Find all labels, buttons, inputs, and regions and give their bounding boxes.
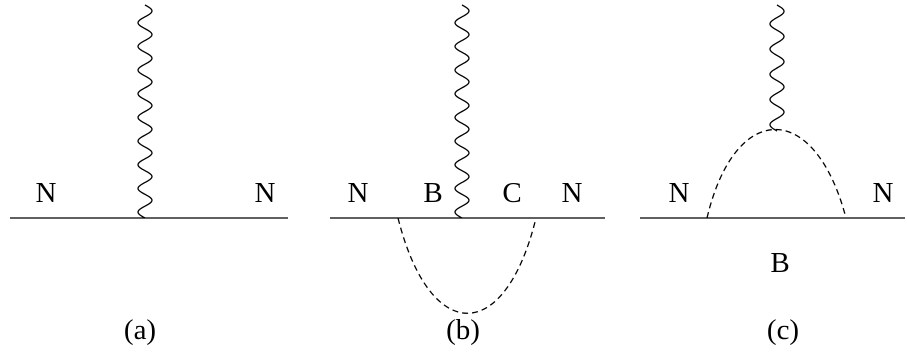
caption-a: (a) xyxy=(124,314,156,346)
meson-loop-c xyxy=(706,128,847,219)
photon-line-b xyxy=(454,4,470,219)
label-c-below: B xyxy=(770,247,789,279)
label-c-left: N xyxy=(669,177,690,209)
label-c-right: N xyxy=(873,177,894,209)
diagram-a: N N (a) xyxy=(10,4,288,346)
label-b-left: N xyxy=(348,177,369,209)
meson-loop-b xyxy=(397,217,537,314)
diagram-b: N B C N (b) xyxy=(330,4,605,346)
diagram-c: N N B (c) xyxy=(640,4,905,346)
caption-b: (b) xyxy=(446,314,480,346)
label-a-left: N xyxy=(36,177,57,209)
photon-line-a xyxy=(137,4,153,219)
caption-c: (c) xyxy=(767,314,799,346)
label-a-right: N xyxy=(255,177,276,209)
label-b-inner-right: C xyxy=(502,177,521,209)
label-b-inner-left: B xyxy=(423,177,442,209)
photon-line-c xyxy=(769,4,785,132)
label-b-right: N xyxy=(562,177,583,209)
